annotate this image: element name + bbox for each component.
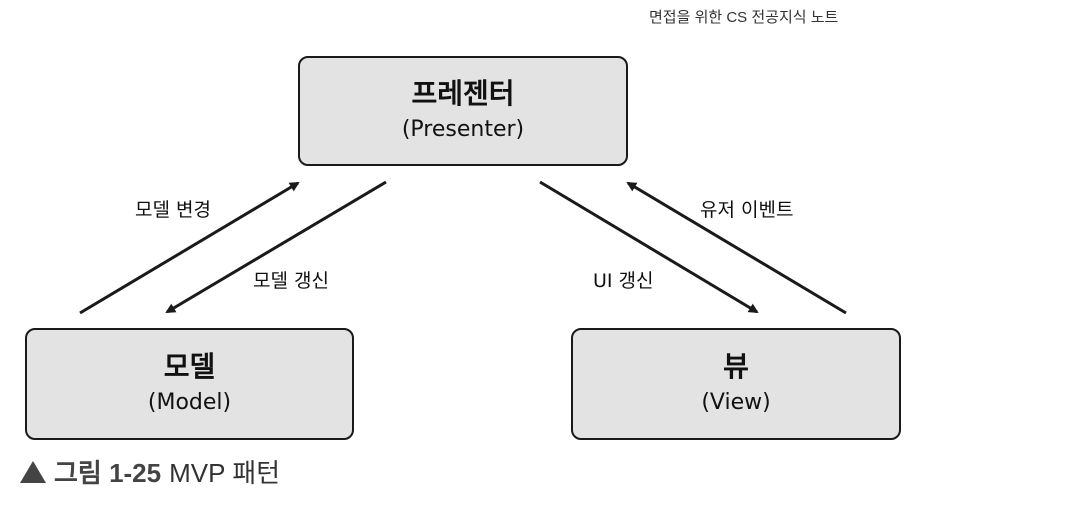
figure-caption: 그림 1-25 MVP 패턴 [20,453,280,490]
model-subtitle: (Model) [147,390,232,415]
label-model-change: 모델 변경 [135,199,211,221]
view-subtitle: (View) [701,390,771,415]
presenter-node: 프레젠터 (Presenter) [298,56,628,166]
label-ui-update: UI 갱신 [593,270,654,292]
model-node: 모델 (Model) [25,328,354,440]
label-user-event: 유저 이벤트 [700,199,794,221]
figure-title: MVP 패턴 [169,458,281,488]
arrow-model-change [79,181,300,315]
triangle-icon [20,460,46,483]
model-title: 모델 [163,350,216,383]
figure-number: 그림 1-25 [54,458,162,488]
view-node: 뷰 (View) [571,328,901,440]
arrow-model-update [165,180,387,314]
view-title: 뷰 [723,350,749,383]
presenter-subtitle: (Presenter) [401,117,525,142]
book-header: 면접을 위한 CS 전공지식 노트 [649,9,839,26]
label-model-update: 모델 갱신 [253,270,329,292]
arrow-user-event [626,181,847,315]
arrow-ui-update [539,180,759,314]
presenter-title: 프레젠터 [411,77,515,110]
